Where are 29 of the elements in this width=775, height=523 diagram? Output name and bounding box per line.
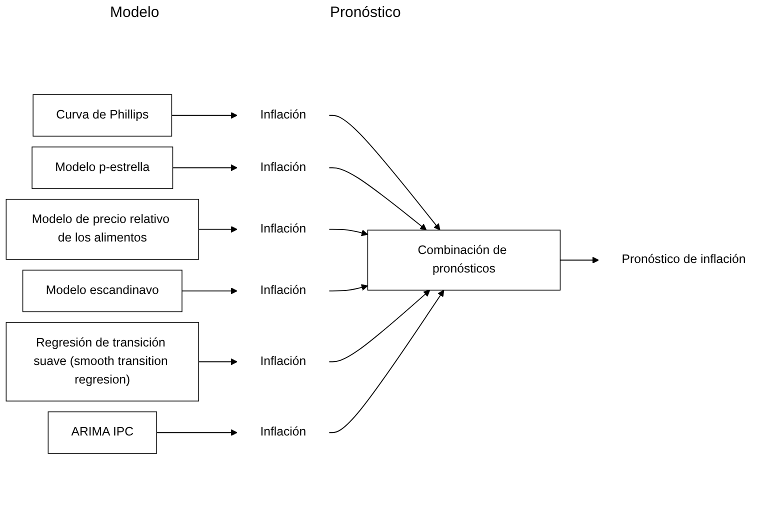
node-text: Inflación (260, 222, 306, 236)
node-text: Inflación (260, 284, 306, 298)
node-text: Inflación (260, 160, 306, 174)
node-box: ARIMA IPC (48, 411, 158, 454)
column-heading: Modelo (110, 4, 160, 21)
node-text: Inflación (260, 108, 306, 122)
arrow (328, 167, 427, 230)
node-text: Pronóstico de inflación (622, 253, 746, 266)
arrow (171, 112, 238, 119)
arrow (328, 284, 368, 292)
arrow (328, 290, 444, 434)
node-box: Modelo escandinavo (22, 270, 182, 312)
arrow (560, 256, 599, 264)
node-box: Regresión de transición suave (smooth transition regresion) (6, 322, 200, 402)
node-box: Combinación de pronósticos (367, 230, 561, 291)
arrow (198, 226, 238, 233)
node-box: Curva de Phillips (32, 94, 172, 137)
node-box: Modelo p-estrella (32, 146, 174, 189)
arrow (156, 429, 238, 436)
arrow (172, 164, 238, 172)
column-heading: Pronóstico (330, 4, 401, 21)
arrow (328, 290, 430, 362)
arrow (182, 288, 238, 294)
node-text: Inflación (260, 354, 306, 368)
node-text: Inflación (260, 426, 306, 439)
node-box: Modelo de precio relativo de los alimentos (6, 198, 200, 260)
arrow (328, 114, 440, 230)
arrow (328, 228, 368, 236)
arrow (198, 358, 238, 366)
